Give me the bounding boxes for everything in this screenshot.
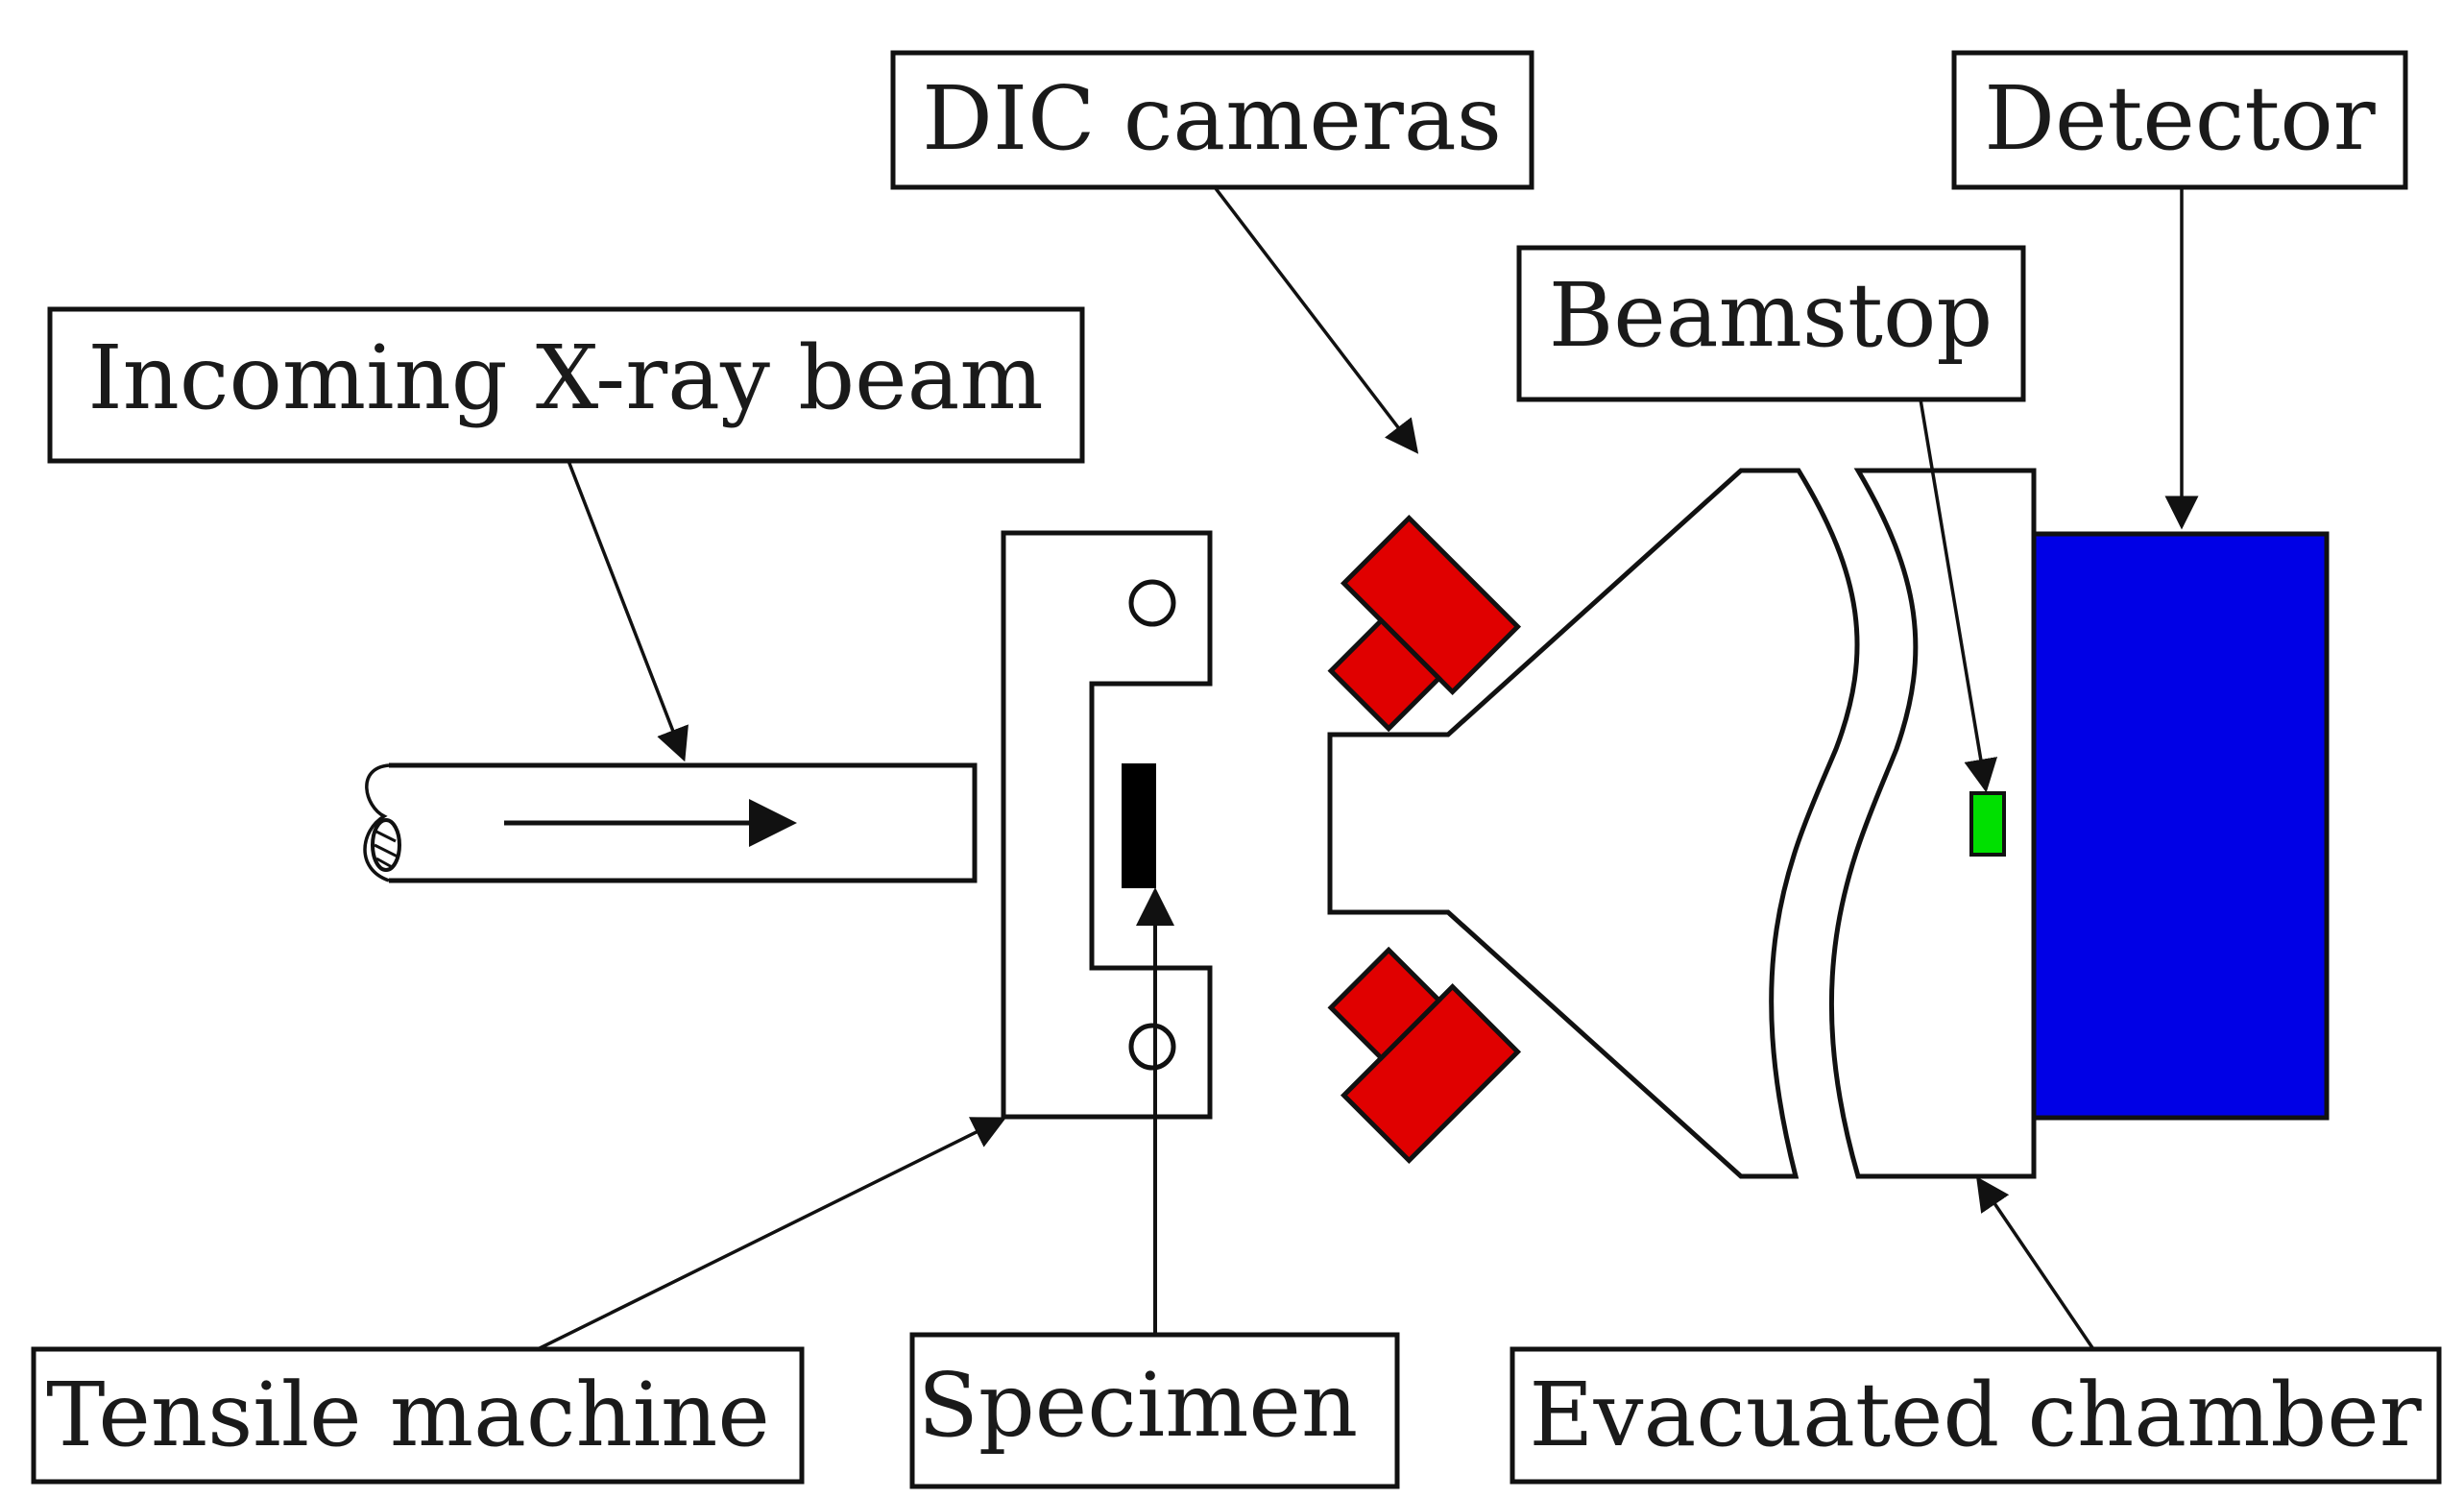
label-dic-cameras: DIC cameras [890, 50, 1534, 190]
leader-evacuated-chamber [1976, 1176, 2095, 1350]
beamstop-block [1969, 791, 2006, 857]
label-specimen: Specimen [909, 1332, 1400, 1489]
label-incoming-beam-text: Incoming X-ray beam [87, 326, 1043, 429]
xray-beam-pipe [363, 762, 978, 883]
label-dic-cameras-text: DIC cameras [922, 67, 1502, 170]
dic-camera-lower [1327, 946, 1522, 1165]
evacuated-chamber-body [1828, 468, 2037, 1179]
label-evacuated-chamber: Evacuated chamber [1510, 1346, 2442, 1485]
lower-grip-pin [1128, 1023, 1176, 1071]
evacuated-chamber-cone [1327, 468, 1860, 1179]
leader-beamstop [1919, 399, 1998, 793]
label-specimen-text: Specimen [918, 1354, 1358, 1457]
label-tensile-machine: Tensile machine [31, 1346, 805, 1485]
specimen-bar [1122, 763, 1156, 888]
label-beamstop-text: Beamstop [1549, 264, 1993, 367]
tensile-machine-frame [1001, 530, 1213, 1120]
label-evacuated-chamber-text: Evacuated chamber [1529, 1364, 2421, 1466]
label-detector: Detector [1951, 50, 2408, 190]
label-beamstop: Beamstop [1516, 245, 2026, 402]
leader-incoming-beam [567, 460, 688, 762]
pipe-hatch [371, 818, 401, 872]
upper-grip-pin [1128, 579, 1176, 627]
label-detector-text: Detector [1984, 67, 2376, 170]
label-incoming-beam: Incoming X-ray beam [47, 306, 1085, 464]
label-tensile-machine-text: Tensile machine [46, 1364, 770, 1466]
leader-tensile-machine [537, 1117, 1007, 1351]
leader-dic-cameras [1213, 185, 1419, 454]
dic-camera-upper [1327, 514, 1522, 733]
detector-block [2031, 531, 2330, 1121]
